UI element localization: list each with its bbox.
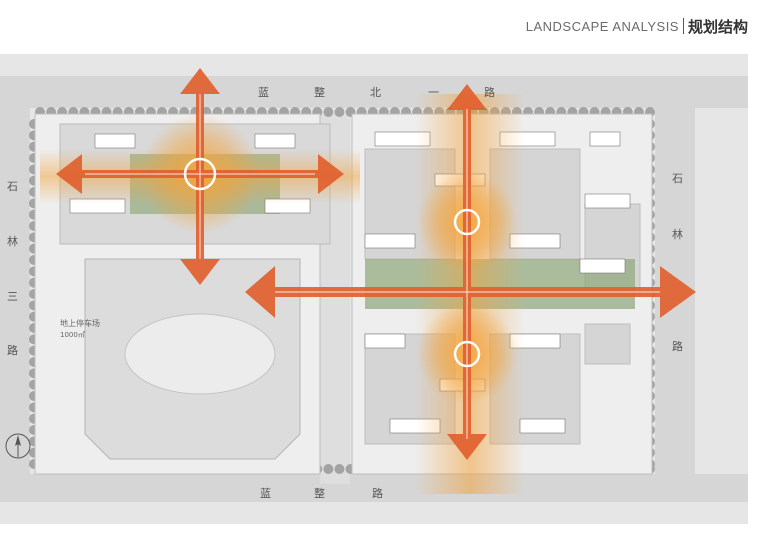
road-west-4: 路 [7,344,18,357]
header-title-cn: 规划结构 [687,17,748,36]
road-south-1: 蓝 [260,487,271,500]
north-road [0,76,748,108]
road-north-1: 蓝 [258,86,269,99]
tree [334,107,345,117]
road-west-2: 林 [7,234,18,248]
road-north-5: 路 [484,86,495,99]
north-arrow-icon [5,433,31,459]
road-west-3: 三 [7,290,18,303]
road-south-3: 路 [372,487,383,500]
road-north-3: 北 [370,86,381,99]
site-plan: 地上停车场 1000㎡ [0,54,748,524]
road-south-2: 整 [314,486,325,500]
west-road [0,94,30,494]
road-north-2: 整 [314,85,325,99]
parking-lot: 地上停车场 1000㎡ [60,258,301,460]
node-circle-1 [183,157,217,191]
road-east-2: 林 [672,227,683,241]
road-north-4: 一 [428,86,439,99]
parking-capacity: 1000㎡ [60,331,85,339]
parking-title: 地上停车场 [60,318,100,328]
header-divider [682,18,684,34]
road-west-1: 石 [7,180,18,193]
south-road [0,474,748,502]
page-header: LANDSCAPE ANALYSIS 规划结构 [526,14,748,38]
tree [323,107,334,117]
road-east-3: 路 [672,340,683,353]
node-circle-2 [453,208,481,236]
tree [334,464,345,474]
node-circle-3 [453,340,481,368]
header-title-en: LANDSCAPE ANALYSIS [525,18,679,34]
tree [323,464,334,474]
road-east-1: 石 [672,172,683,185]
axis-highlight-lines [85,94,660,439]
road-labels: 蓝 整 北 一 路 蓝 整 路 石 林 三 路 石 林 路 [7,85,683,500]
